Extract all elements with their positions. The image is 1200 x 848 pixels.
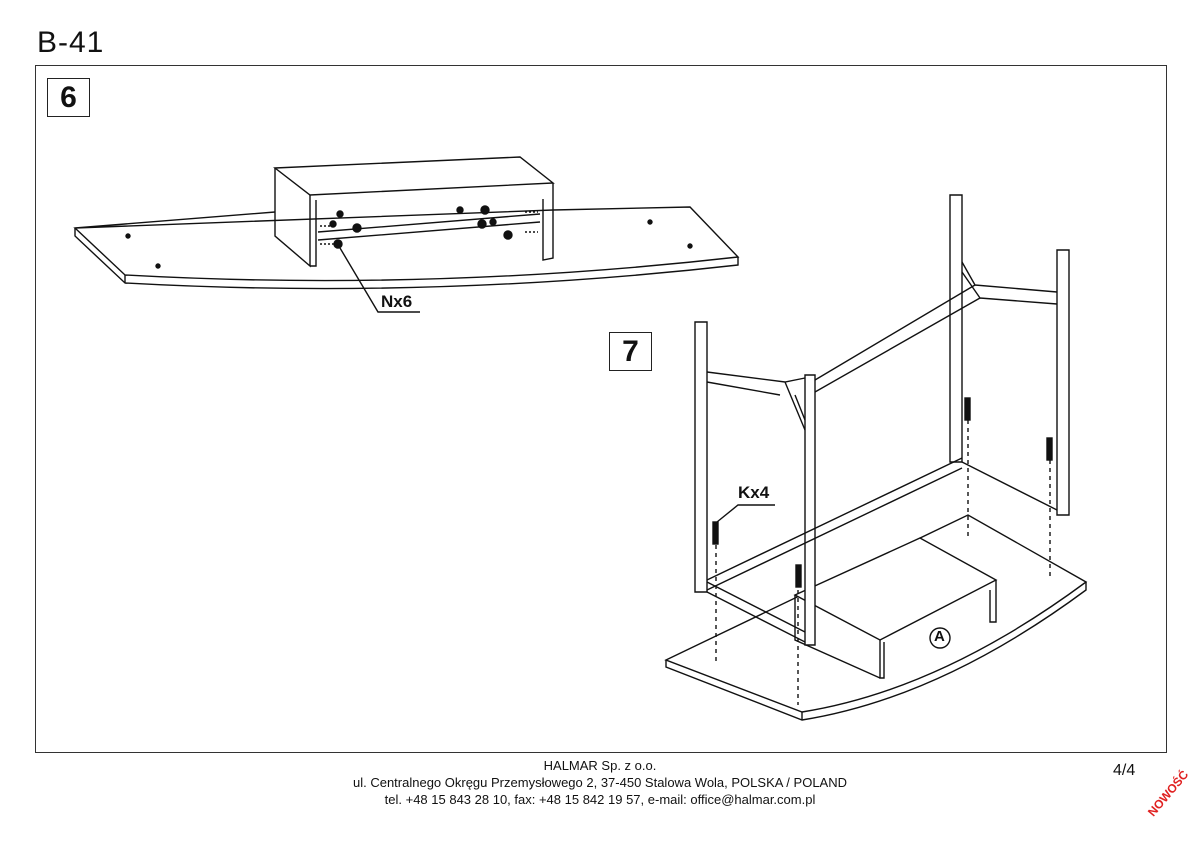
step-7-number: 7 xyxy=(609,332,652,371)
footer-company: HALMAR Sp. z o.o. xyxy=(543,758,657,773)
step-6-number: 6 xyxy=(47,78,90,117)
footer: HALMAR Sp. z o.o. ul. Centralnego Okręgu… xyxy=(0,757,1200,808)
step-6-part-label: Nx6 xyxy=(381,292,413,311)
footer-contact: tel. +48 15 843 28 10, fax: +48 15 842 1… xyxy=(384,792,816,807)
step-7-part-label: Kx4 xyxy=(738,483,770,502)
step6-drawing xyxy=(73,156,740,313)
panel-label-a: A xyxy=(934,628,945,645)
footer-address: ul. Centralnego Okręgu Przemysłowego 2, … xyxy=(352,775,847,790)
step7-drawing xyxy=(664,194,1088,721)
page-number: 4/4 xyxy=(1113,762,1136,779)
instruction-frame xyxy=(35,65,1167,753)
document-code: B-41 xyxy=(37,26,105,59)
